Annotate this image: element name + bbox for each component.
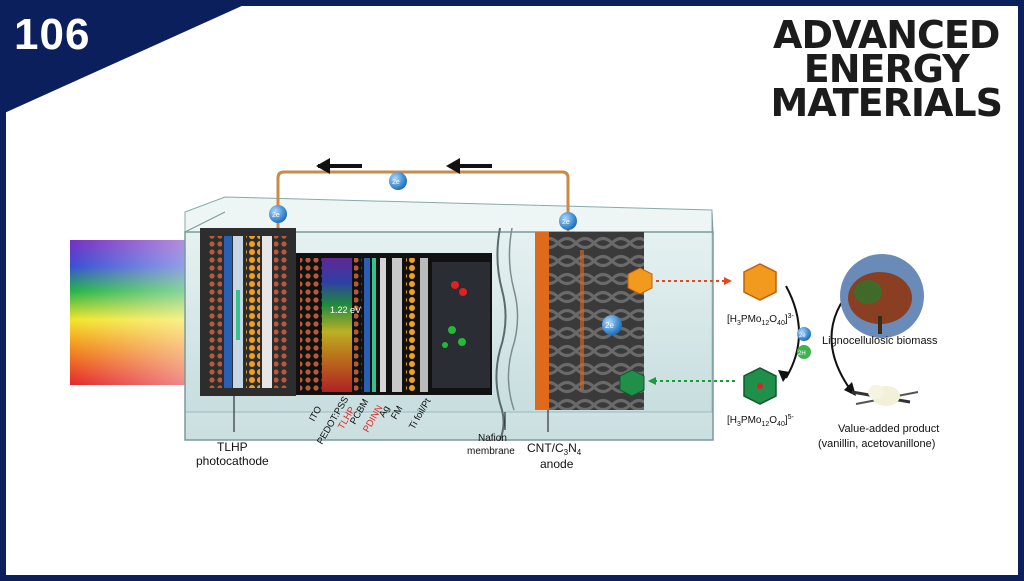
electron-wire-right (559, 212, 577, 230)
electron-anode-label: 2e (605, 321, 614, 330)
pom-oxidized-formula: [H3PMo12O40]3- (727, 313, 795, 327)
journal-logo: ADVANCED ENERGY MATERIALS (770, 13, 1003, 125)
cycle-electron-label: 2e (799, 333, 806, 339)
anode-label-line-1: CNT/C3N4 (527, 441, 582, 457)
pom-oxidized-molecule (743, 263, 777, 301)
anode-label-line-2: anode (540, 457, 574, 471)
journal-logo-line-3: MATERIALS (770, 81, 1003, 125)
layer-zoom-inset (296, 253, 492, 395)
pom-reduced-in-cell (619, 369, 645, 397)
external-wire (276, 170, 570, 232)
cycle-proton-label: 2H (798, 351, 806, 357)
electron-wire-left (269, 205, 287, 223)
layer-ag: Ag (377, 404, 392, 420)
membrane-label-line-1: Nafion (478, 433, 507, 444)
biomass-label: Lignocellulosic biomass (822, 335, 938, 347)
cycle-electron-icon (797, 327, 811, 341)
electron-wire-top (389, 172, 407, 190)
bandgap-label: 1.22 eV (330, 305, 361, 315)
product-label-line-2: (vanillin, acetovanillone) (818, 438, 935, 450)
cycle-proton-icon (797, 345, 811, 359)
redox-cycle-left (785, 285, 800, 379)
product-molecule-image (851, 385, 919, 406)
photocathode-stack (200, 228, 296, 396)
pom-oxidized-in-cell (627, 267, 653, 295)
photocathode-label-line-2: photocathode (196, 454, 269, 468)
pom-reduced-formula: [H3PMo12O40]5- (727, 414, 795, 428)
electron-anode (602, 315, 622, 335)
issue-number: 106 (14, 10, 91, 59)
journal-logo-line-2: ENERGY (803, 47, 970, 91)
journal-logo-line-1: ADVANCED (773, 13, 1000, 57)
cnt-anode (535, 232, 644, 410)
product-label-line-1: Value-added product (838, 423, 939, 435)
electron-wire-top-label: 2e (392, 179, 400, 186)
nafion-membrane (495, 227, 507, 441)
membrane-label-line-2: membrane (467, 446, 515, 457)
electron-wire-right-label: 2e (562, 219, 570, 226)
photocathode-label-line-1: TLHP (217, 440, 248, 454)
electron-wire-left-label: 2e (272, 212, 280, 219)
